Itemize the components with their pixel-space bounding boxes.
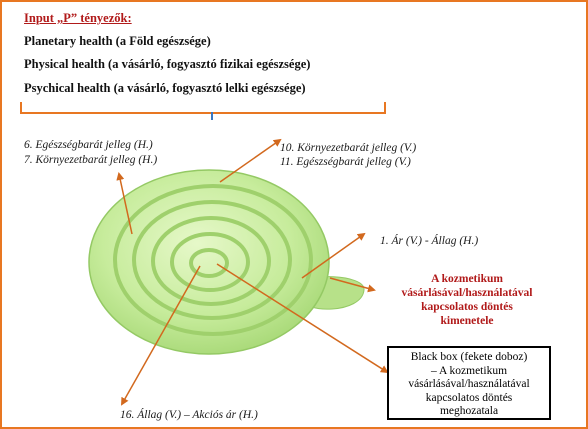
black-box-line: Black box (fekete doboz) [410,351,528,363]
black-box-line: meghozatala [439,405,499,417]
black-box-line: – A kozmetikum [430,364,508,377]
black-box-line: kapcsolatos döntés [425,391,513,404]
bracket-pointer [211,112,213,120]
arrow-to-16 [121,265,201,406]
header-line-planetary: Planetary health (a Föld egészsége) [24,34,211,48]
label-7-environment: 7. Környezetbarát jelleg (H.) [24,154,158,166]
label-11-health: 11. Egészségbarát jelleg (V.) [280,156,411,168]
label-10-environment: 10. Környezetbarát jelleg (V.) [280,142,417,154]
header-line-physical: Physical health (a vásárló, fogyasztó fi… [24,57,311,71]
arrow-to-10-11 [219,138,282,183]
spiral-shape [88,169,365,355]
black-box-line: vásárlásával/használatával [408,378,530,390]
header-line-psychical: Psychical health (a vásárló, fogyasztó l… [24,81,306,95]
label-6-health: 6. Egészségbarát jelleg (H.) [24,139,153,151]
arrow-to-1 [301,232,366,279]
black-box: Black box (fekete doboz) – A kozmetikum … [387,346,551,420]
arrows [116,138,389,406]
label-16-texture: 16. Állag (V.) – Akciós ár (H.) [120,409,258,421]
outcome-line: A kozmetikum [431,273,503,285]
label-1-price: 1. Ár (V.) - Állag (H.) [380,235,479,247]
outcome-line: kapcsolatos döntés [421,301,513,313]
decision-outcome-text: A kozmetikum vásárlásával/használatával … [382,272,552,328]
outcome-line: vásárlásával/használatával [401,287,533,299]
header-bracket [20,102,386,114]
outcome-line: kimenetele [440,315,494,327]
arrow-to-black-box [216,263,389,374]
arrow-to-6-7 [116,172,133,235]
arrow-to-outcome [329,277,376,293]
input-factors-title: Input „P” tényezők: [24,11,132,25]
